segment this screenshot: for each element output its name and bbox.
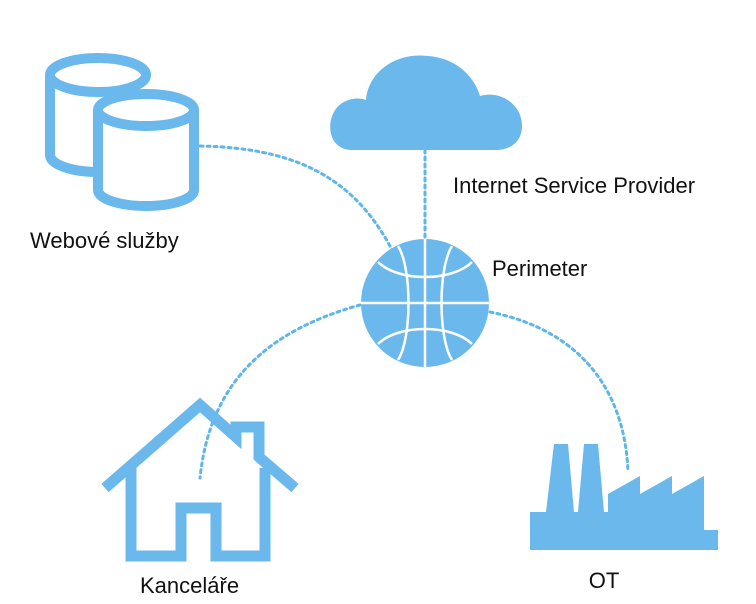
- label-web-services: Webové služby: [30, 228, 179, 253]
- cloud-icon: [330, 55, 522, 150]
- house-icon: [101, 397, 299, 562]
- link-web-services-perimeter: [198, 144, 400, 264]
- globe-icon: [361, 239, 489, 367]
- label-ot: OT: [589, 568, 620, 593]
- label-offices: Kanceláře: [140, 573, 239, 598]
- label-isp: Internet Service Provider: [453, 173, 695, 198]
- label-perimeter: Perimeter: [492, 256, 587, 281]
- database-icon: [45, 53, 199, 211]
- link-perimeter-offices: [198, 303, 362, 480]
- factory-icon: [530, 444, 718, 550]
- link-perimeter-ot: [488, 310, 630, 474]
